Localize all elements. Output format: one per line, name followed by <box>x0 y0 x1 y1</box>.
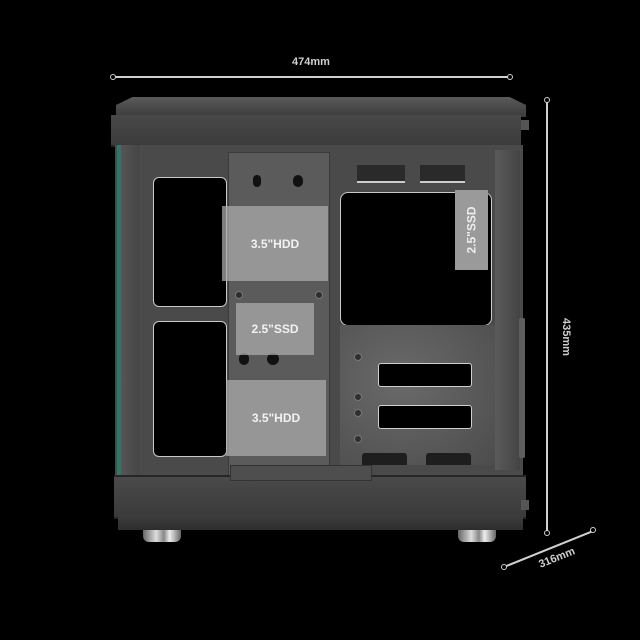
height-dimension-label: 435mm <box>560 318 572 356</box>
case-left-rail <box>121 145 139 475</box>
rear-panel-edge <box>519 318 525 458</box>
top-right-latch <box>521 120 529 130</box>
width-dimension-line <box>114 76 510 78</box>
hdd-bay-top[interactable]: 3.5"HDD <box>222 206 328 281</box>
cage-mount-hole <box>253 175 261 187</box>
hdd-bay-bottom-label: 3.5"HDD <box>251 411 301 425</box>
screw-icon <box>315 291 323 299</box>
top-cable-slot-right <box>420 165 465 183</box>
height-dimension-start-marker <box>544 97 550 103</box>
left-upper-cutout <box>153 177 227 307</box>
bottom-right-latch <box>521 500 529 510</box>
width-dimension-label: 474mm <box>292 56 330 68</box>
case-foot-left <box>143 530 181 542</box>
cable-grommet-lower <box>378 405 472 429</box>
cage-mount-hole <box>293 175 303 187</box>
glass-panel-edge <box>117 145 121 490</box>
screw-icon <box>354 393 362 401</box>
bottom-cage-bracket <box>230 465 372 481</box>
case-bottom-base <box>118 515 523 530</box>
height-dimension-end-marker <box>544 530 550 536</box>
ssd-bay-middle-label: 2.5"SSD <box>251 322 299 336</box>
cage-mount-hole <box>267 353 279 365</box>
psu-shroud-plate <box>340 325 495 465</box>
hdd-bay-bottom[interactable]: 3.5"HDD <box>226 380 326 456</box>
ssd-side-mount[interactable]: 2.5"SSD <box>455 190 488 270</box>
hdd-bay-top-label: 3.5"HDD <box>250 236 300 251</box>
case-top-panel <box>116 97 526 117</box>
depth-dimension-start-marker <box>501 564 507 570</box>
ssd-bay-middle[interactable]: 2.5"SSD <box>236 303 314 355</box>
width-dimension-end-marker <box>507 74 513 80</box>
case-right-frame <box>495 150 520 470</box>
screw-icon <box>354 435 362 443</box>
depth-dimension-end-marker <box>590 527 596 533</box>
cable-grommet-upper <box>378 363 472 387</box>
case-bottom-band <box>114 475 526 519</box>
screw-icon <box>235 291 243 299</box>
bottom-vent-right <box>426 453 471 465</box>
case-foot-right <box>458 530 496 542</box>
width-dimension-start-marker <box>110 74 116 80</box>
ssd-side-mount-label: 2.5"SSD <box>464 206 479 254</box>
height-dimension-line <box>546 101 548 531</box>
case-top-band <box>111 115 521 147</box>
screw-icon <box>354 409 362 417</box>
bottom-vent-left <box>362 453 407 465</box>
cage-mount-hole <box>239 353 249 365</box>
screw-icon <box>354 353 362 361</box>
left-lower-cutout <box>153 321 227 457</box>
top-cable-slot-left <box>357 165 405 183</box>
